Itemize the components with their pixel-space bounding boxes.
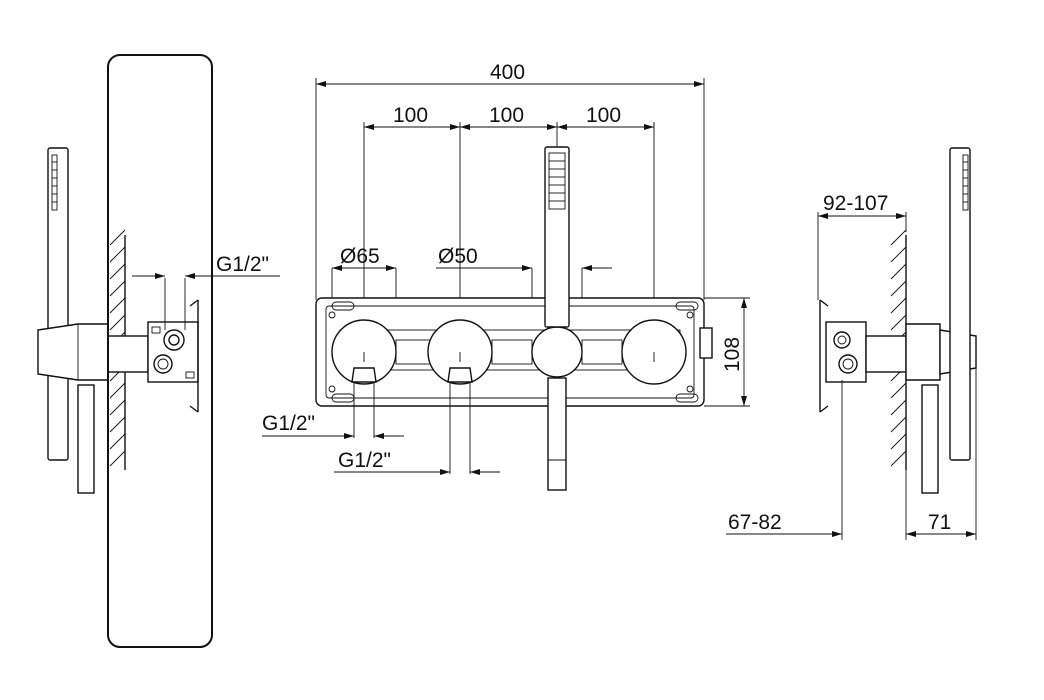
hand-shower-right [949,147,971,461]
label-diameter-small: Ø50 [438,245,478,268]
dim-height [704,297,750,407]
label-diameter-large: Ø65 [340,245,380,268]
left-side-view: G1/2" [37,54,280,648]
label-thread-front-2: G1/2" [338,449,391,472]
dim-thread-front [262,382,500,475]
label-spacing-1: 100 [393,104,428,127]
hand-shower-front [544,146,570,491]
label-spacing-2: 100 [489,104,524,127]
valve-discs [331,319,687,385]
hand-shower-left [47,147,95,494]
right-side-view: 92-107 67-82 71 [726,147,977,540]
dim-wall-range [817,212,907,300]
label-height: 108 [721,337,744,372]
front-view: 400 100 100 100 Ø65 Ø50 [262,61,750,491]
mixer-body-right [819,299,907,413]
holder-left [37,323,149,381]
highlight-frame [107,54,213,648]
label-wall-range: 92-107 [823,192,888,215]
label-spacing-3: 100 [586,104,621,127]
dim-depth [726,368,977,540]
label-overall-width: 400 [490,61,525,84]
dim-thread-left [132,273,280,330]
label-depth-range: 67-82 [728,511,782,534]
mounting-plate [315,297,713,407]
dim-overall-width [315,78,705,300]
label-projection: 71 [928,511,951,534]
label-thread-front-1: G1/2" [262,412,315,435]
mixer-body-left [147,299,199,413]
label-thread-left: G1/2" [216,253,269,276]
dim-spacing [363,122,655,320]
